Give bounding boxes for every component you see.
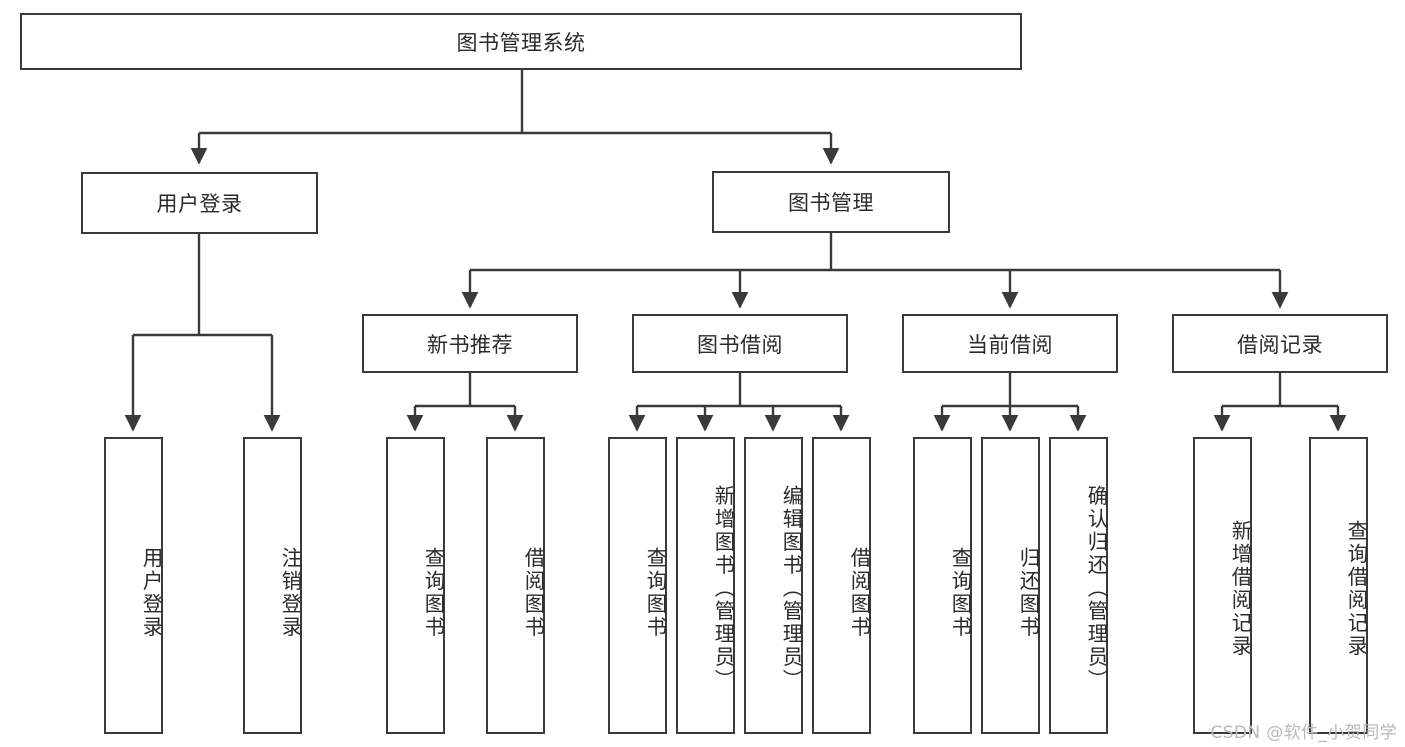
leaf-query-book-3[interactable]: 查询图书 xyxy=(913,437,972,734)
leaf-add-record-label: 新增借阅记录 xyxy=(1228,519,1252,658)
leaf-confirm-return[interactable]: 确认归还（管理员） xyxy=(1049,437,1108,734)
leaf-add-book-label: 新增图书（管理员） xyxy=(711,485,735,692)
node-borrow-record-label: 借阅记录 xyxy=(1237,332,1323,357)
leaf-query-record-label: 查询借阅记录 xyxy=(1344,519,1368,658)
leaf-user-login[interactable]: 用户登录 xyxy=(104,437,163,734)
leaf-add-record[interactable]: 新增借阅记录 xyxy=(1193,437,1252,734)
leaf-query-book-1[interactable]: 查询图书 xyxy=(386,437,445,734)
leaf-return-book[interactable]: 归还图书 xyxy=(981,437,1040,734)
leaf-add-book[interactable]: 新增图书（管理员） xyxy=(676,437,735,734)
leaf-query-record[interactable]: 查询借阅记录 xyxy=(1309,437,1368,734)
leaf-query-book-1-label: 查询图书 xyxy=(421,546,445,639)
node-new-book-recommend-label: 新书推荐 xyxy=(427,332,513,357)
leaf-query-book-2[interactable]: 查询图书 xyxy=(608,437,667,734)
leaf-logout[interactable]: 注销登录 xyxy=(243,437,302,734)
csdn-watermark: CSDN @软件_小贺同学 xyxy=(1210,723,1397,743)
leaf-confirm-return-label: 确认归还（管理员） xyxy=(1084,485,1108,692)
leaf-query-book-2-label: 查询图书 xyxy=(643,546,667,639)
node-current-borrow-label: 当前借阅 xyxy=(967,332,1053,357)
leaf-borrow-book-2-label: 借阅图书 xyxy=(847,546,871,639)
leaf-user-login-label: 用户登录 xyxy=(139,546,163,639)
node-book-manage-label: 图书管理 xyxy=(788,191,874,215)
leaf-logout-label: 注销登录 xyxy=(278,546,302,639)
node-new-book-recommend[interactable]: 新书推荐 xyxy=(362,314,578,373)
leaf-edit-book[interactable]: 编辑图书（管理员） xyxy=(744,437,803,734)
node-book-manage[interactable]: 图书管理 xyxy=(712,171,950,233)
node-current-borrow[interactable]: 当前借阅 xyxy=(902,314,1118,373)
leaf-return-book-label: 归还图书 xyxy=(1016,546,1040,639)
node-book-borrow[interactable]: 图书借阅 xyxy=(632,314,848,373)
node-user-login[interactable]: 用户登录 xyxy=(81,172,318,234)
node-borrow-record[interactable]: 借阅记录 xyxy=(1172,314,1388,373)
leaf-edit-book-label: 编辑图书（管理员） xyxy=(779,485,803,692)
node-root-label: 图书管理系统 xyxy=(456,30,586,55)
leaf-borrow-book-1-label: 借阅图书 xyxy=(521,546,545,639)
leaf-query-book-3-label: 查询图书 xyxy=(948,546,972,639)
node-book-borrow-label: 图书借阅 xyxy=(697,332,783,357)
leaf-borrow-book-2[interactable]: 借阅图书 xyxy=(812,437,871,734)
node-root[interactable]: 图书管理系统 xyxy=(20,13,1022,70)
node-user-login-label: 用户登录 xyxy=(156,192,243,216)
leaf-borrow-book-1[interactable]: 借阅图书 xyxy=(486,437,545,734)
